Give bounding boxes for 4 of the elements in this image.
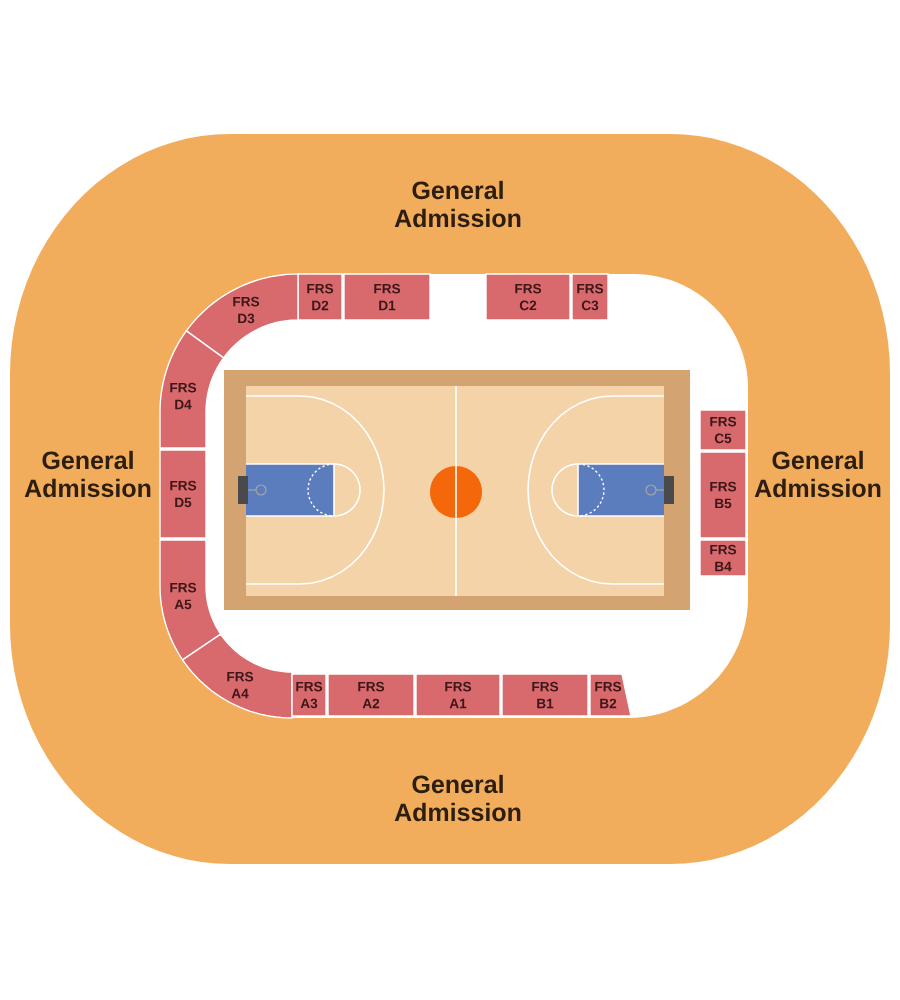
- area-label: General Admission: [24, 450, 151, 498]
- area-label: General Admission: [394, 180, 521, 228]
- area-label: General Admission: [394, 774, 521, 822]
- area-label: General Admission: [754, 450, 881, 498]
